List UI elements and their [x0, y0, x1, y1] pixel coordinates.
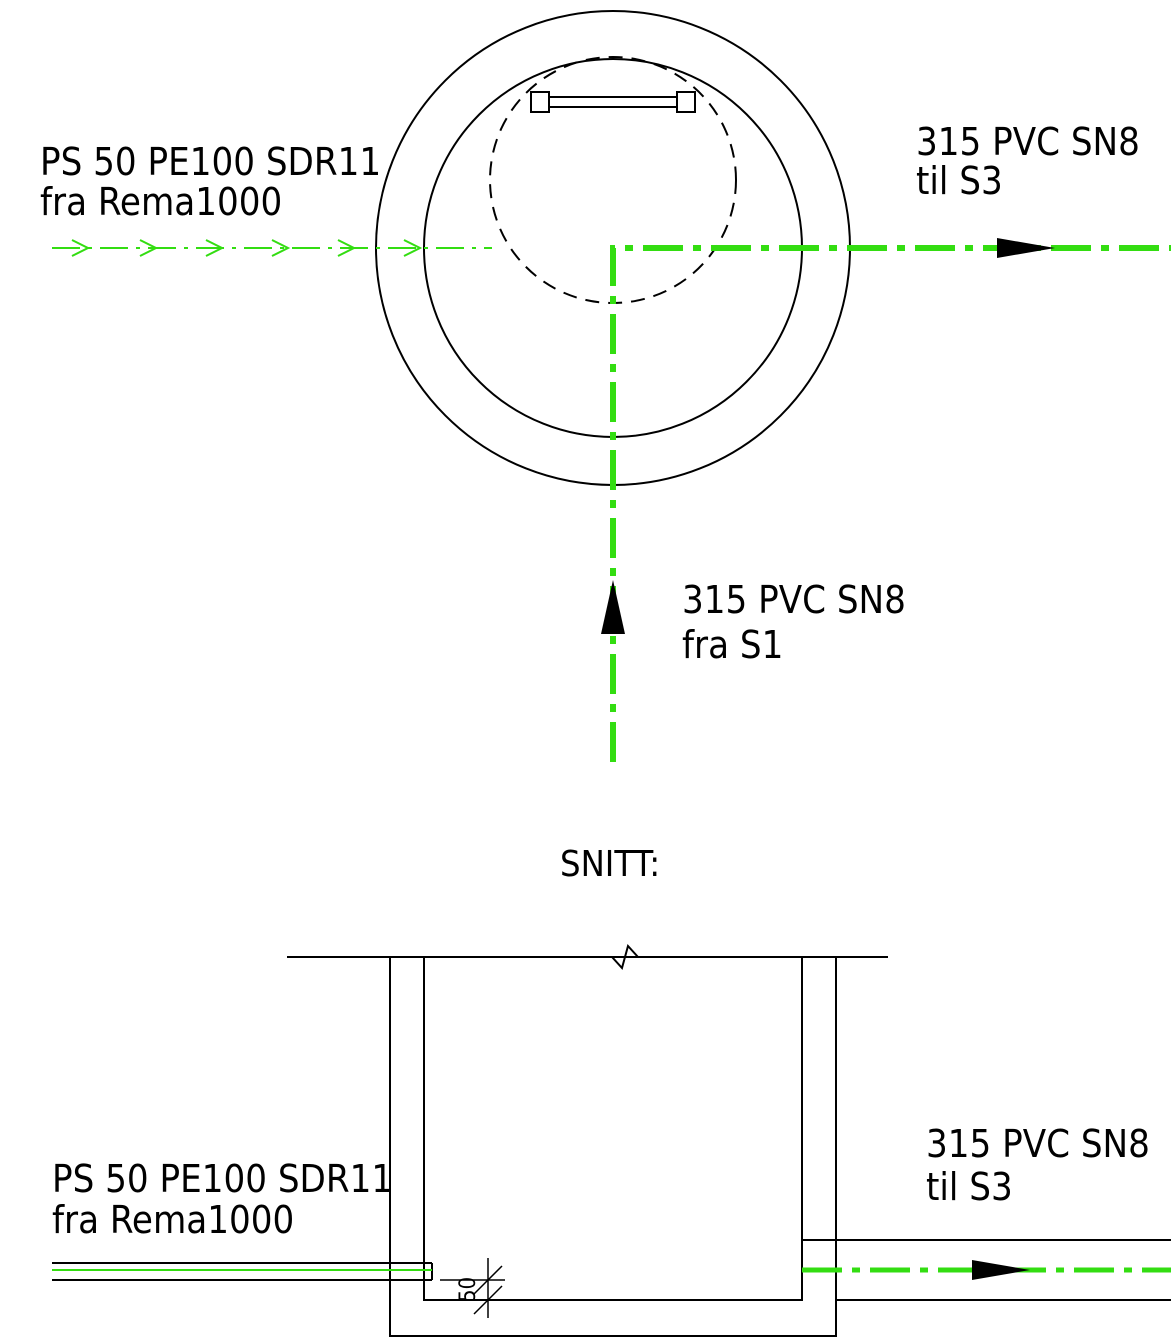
section-outlet-label-line2: til S3 — [926, 1165, 1013, 1209]
section-inlet-label-line2: fra Rema1000 — [52, 1198, 294, 1242]
manhole-inner-wall — [423, 956, 803, 1301]
sewer-pipe-outlet-section — [802, 1239, 1171, 1301]
flow-arrow-right-icon — [997, 238, 1055, 258]
flow-arrow-up-icon — [601, 580, 625, 634]
flow-arrow-right-section-icon — [972, 1260, 1030, 1280]
pressure-pipe-inlet-section — [52, 1262, 433, 1281]
dimension-value: 50 — [456, 1277, 481, 1302]
plan-bottom-inlet-label-line1: 315 PVC SN8 — [682, 578, 906, 622]
plan-outlet-label-line2: til S3 — [916, 159, 1003, 203]
plan-view: PS 50 PE100 SDR11 fra Rema1000 315 PVC S… — [40, 10, 1171, 762]
plan-bottom-inlet-label-line2: fra S1 — [682, 623, 783, 667]
plan-outlet-label-line1: 315 PVC SN8 — [916, 120, 1140, 164]
dimension-50: 50 — [440, 1258, 505, 1318]
sewer-pipe-plan — [601, 238, 1171, 762]
section-inlet-label-line1: PS 50 PE100 SDR11 — [52, 1157, 393, 1201]
section-outlet-label-line1: 315 PVC SN8 — [926, 1122, 1150, 1166]
plan-inlet-label-line2: fra Rema1000 — [40, 180, 282, 224]
plan-inlet-label-line1: PS 50 PE100 SDR11 — [40, 140, 381, 184]
ladder-symbol — [530, 91, 696, 113]
section-title: SNITT: — [560, 844, 660, 885]
section-view: SNITT: 50 PS 50 PE100 SDR11 — [52, 844, 1171, 1337]
pressure-pipe-inlet-plan — [52, 239, 492, 257]
